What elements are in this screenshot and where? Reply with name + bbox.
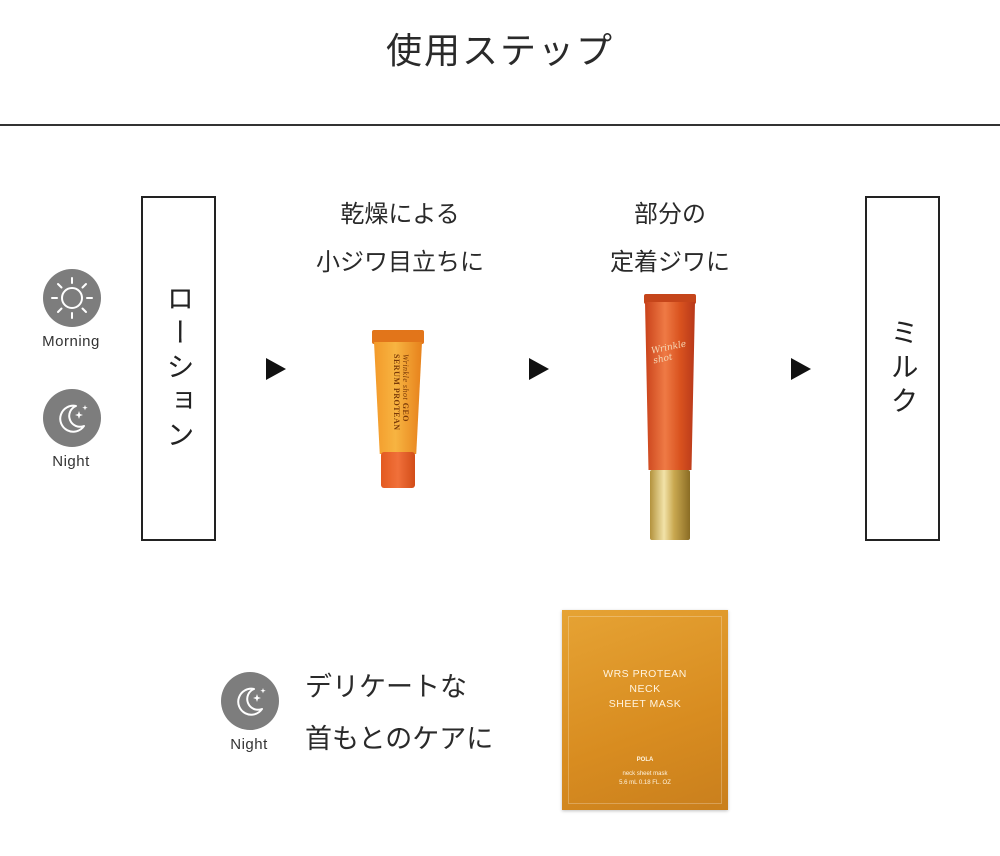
sun-icon: [43, 269, 101, 327]
serum-tube-label: Wrinkle shot GEO SERUM PROTEAN: [386, 354, 410, 452]
neck-caption: デリケートな 首もとのケアに: [305, 662, 493, 766]
sachet-name-line1: WRS PROTEAN: [603, 668, 687, 680]
neck-night-label: Night: [230, 736, 268, 753]
milk-step-label: ミルク: [886, 317, 920, 420]
triangle-right-icon: [791, 358, 811, 380]
spot-tube-cap: [650, 470, 690, 540]
sachet-name-line2: NECK: [629, 683, 661, 695]
morning-label: Morning: [42, 333, 100, 350]
sachet-small-line1: neck sheet mask: [622, 771, 668, 777]
moon-stars-icon: [221, 672, 279, 730]
spot-caption-line2: 定着ジワに: [610, 248, 730, 276]
neck-caption-line1: デリケートな: [305, 672, 467, 703]
serum-tube-body: [374, 342, 422, 454]
sachet-product-name: WRS PROTEAN NECK SHEET MASK: [562, 667, 728, 712]
sachet-small-line2: 5.6 mL 0.18 FL. OZ: [619, 780, 671, 786]
sachet-name-line3: SHEET MASK: [608, 698, 682, 710]
lotion-step-label: ローション: [162, 283, 196, 454]
spot-tube-body: [645, 302, 695, 470]
spot-caption: 部分の 定着ジワに: [560, 190, 780, 286]
neck-caption-line2: 首もとのケアに: [305, 724, 494, 755]
page-title: 使用ステップ: [385, 31, 614, 72]
spot-tube-image: Wrinkle shot: [644, 294, 696, 544]
serum-caption-line1: 乾燥による: [340, 200, 460, 228]
serum-tube-script: Wrinkle shot: [401, 354, 410, 401]
header-divider: [0, 124, 1000, 126]
sachet-border: [568, 616, 722, 804]
sachet-small-print: neck sheet mask 5.6 mL 0.18 FL. OZ: [562, 770, 728, 788]
serum-tube-image: Wrinkle shot GEO SERUM PROTEAN: [372, 330, 424, 488]
serum-caption-line2: 小ジワ目立ちに: [316, 248, 484, 276]
moon-stars-icon: [43, 389, 101, 447]
serum-tube-crimp: [372, 330, 424, 344]
triangle-right-icon: [266, 358, 286, 380]
serum-caption: 乾燥による 小ジワ目立ちに: [290, 190, 510, 286]
milk-step-box: ミルク: [865, 196, 940, 541]
serum-tube-cap: [381, 452, 415, 488]
night-label: Night: [52, 453, 90, 470]
spot-caption-line1: 部分の: [634, 200, 706, 228]
lotion-step-box: ローション: [141, 196, 216, 541]
triangle-right-icon: [529, 358, 549, 380]
neck-sheet-mask-image: WRS PROTEAN NECK SHEET MASK POLA neck sh…: [562, 610, 728, 810]
serum-tube-text: GEO SERUM PROTEAN: [392, 354, 410, 431]
sachet-brand: POLA: [636, 757, 654, 763]
spot-tube-crimp: [644, 294, 696, 304]
